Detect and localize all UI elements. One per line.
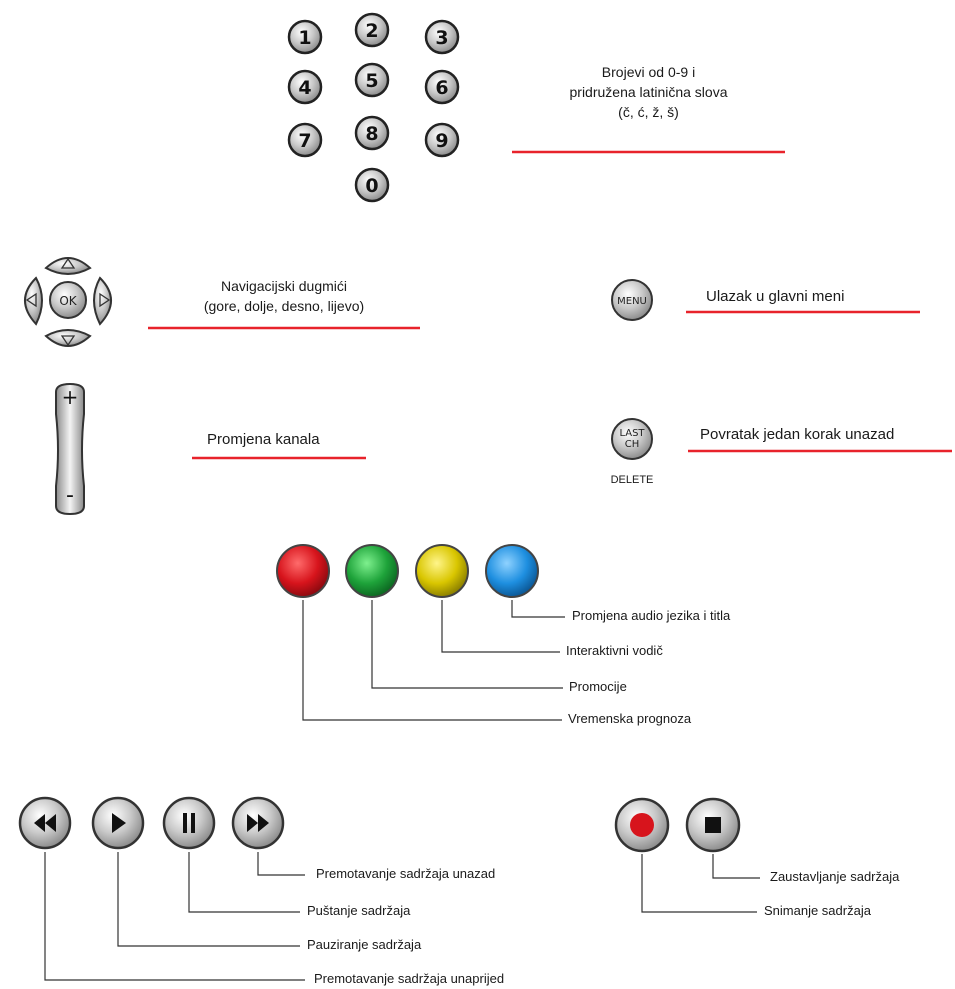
pause-icon-bar-right	[191, 813, 195, 833]
fastforward-button-label: Premotavanje sadržaja unazad	[316, 866, 496, 881]
stop-button-label: Zaustavljanje sadržaja	[770, 869, 900, 884]
number-key-1[interactable]	[287, 19, 323, 55]
pause-leader-line	[188, 852, 300, 913]
yellow-button[interactable]	[415, 544, 469, 598]
play-icon	[112, 813, 126, 833]
arrow-down-icon	[60, 335, 76, 347]
ok-button[interactable]	[49, 281, 87, 319]
number-key-label-8: 8	[365, 123, 378, 145]
record-button-label: Snimanje sadržaja	[764, 903, 871, 918]
number-key-label-4: 4	[298, 77, 311, 99]
menu-label: Ulazak u glavni meni	[706, 288, 845, 305]
arrow-right-icon	[99, 292, 111, 308]
rewind-icon	[34, 814, 56, 832]
blue-button[interactable]	[485, 544, 539, 598]
number-key-label-6: 6	[435, 77, 448, 99]
nav-up-button[interactable]	[44, 257, 92, 275]
navigation-cluster	[24, 257, 112, 347]
number-key-label-1: 1	[298, 27, 311, 49]
menu-button[interactable]	[611, 279, 653, 321]
rewind-leader-line	[44, 852, 305, 981]
fastforward-icon	[247, 814, 269, 832]
stop-icon	[705, 817, 721, 833]
number-key-4[interactable]	[287, 69, 323, 105]
green-button-label: Promocije	[569, 679, 627, 694]
numpad-label-line2: pridružena latinična slova	[569, 84, 728, 100]
numpad: 1 2 3 4 5 6 7 8 9 0	[287, 12, 460, 203]
numpad-label-line1: Brojevi od 0-9 i	[601, 64, 696, 80]
green-button[interactable]	[345, 544, 399, 598]
numpad-label-line3: (č, ć, ž, š)	[618, 104, 679, 120]
record-icon	[630, 813, 654, 837]
blue-leader-line	[511, 600, 565, 618]
nav-down-button[interactable]	[44, 329, 92, 347]
arrow-up-icon	[60, 257, 76, 269]
navigation-label: Navigacijski dugmići (gore, dolje, desno…	[148, 276, 420, 316]
number-key-2[interactable]	[354, 12, 390, 48]
play-button-label: Pauziranje sadržaja	[307, 937, 422, 952]
playback-leaders	[44, 852, 305, 981]
number-key-label-0: 0	[365, 175, 378, 197]
red-button[interactable]	[276, 544, 330, 598]
recording-leaders	[641, 854, 760, 913]
number-key-label-2: 2	[365, 20, 378, 42]
color-button-leaders	[302, 600, 565, 721]
number-key-8[interactable]	[354, 115, 390, 151]
channel-label: Promjena kanala	[207, 431, 320, 448]
number-key-label-3: 3	[435, 27, 448, 49]
navigation-label-line1: Navigacijski dugmići	[220, 278, 348, 294]
number-key-label-9: 9	[435, 130, 448, 152]
blue-button-label: Promjena audio jezika i titla	[572, 608, 731, 623]
number-key-7[interactable]	[287, 122, 323, 158]
red-button-label: Vremenska prognoza	[568, 711, 692, 726]
green-leader-line	[371, 600, 563, 689]
number-key-9[interactable]	[424, 122, 460, 158]
number-key-label-7: 7	[298, 130, 311, 152]
number-key-0[interactable]	[354, 167, 390, 203]
last-ch-button[interactable]	[611, 418, 653, 460]
last-ch-button-line1: LAST	[619, 428, 645, 439]
pause-icon-bar-left	[183, 813, 187, 833]
yellow-leader-line	[441, 600, 560, 653]
number-key-6[interactable]	[424, 69, 460, 105]
rewind-button-label: Premotavanje sadržaja unaprijed	[314, 971, 505, 986]
last-ch-label: Povratak jedan korak unazad	[700, 426, 895, 443]
ok-button-label: OK	[59, 294, 77, 308]
record-leader-line	[641, 854, 757, 913]
fastforward-leader-line	[257, 852, 305, 876]
yellow-button-label: Interaktivni vodič	[566, 643, 663, 658]
pause-button-label: Puštanje sadržaja	[307, 903, 411, 918]
last-ch-button-line2: CH	[625, 439, 640, 450]
numpad-label: Brojevi od 0-9 i pridružena latinična sl…	[512, 62, 785, 122]
navigation-label-line2: (gore, dolje, desno, lijevo)	[203, 298, 365, 314]
pause-button[interactable]	[162, 796, 216, 850]
stop-leader-line	[712, 854, 760, 879]
number-key-5[interactable]	[354, 62, 390, 98]
red-leader-line	[302, 600, 562, 721]
number-key-3[interactable]	[424, 19, 460, 55]
menu-button-label: MENU	[617, 296, 647, 307]
channel-rocker[interactable]	[55, 382, 85, 516]
channel-plus-label: +	[62, 385, 79, 409]
nav-right-button[interactable]	[93, 276, 112, 326]
arrow-left-icon	[25, 292, 37, 308]
channel-minus-label: -	[66, 483, 74, 508]
last-ch-caption: DELETE	[610, 474, 654, 486]
nav-left-button[interactable]	[24, 276, 43, 326]
playback-buttons	[18, 796, 285, 850]
number-key-label-5: 5	[365, 70, 378, 92]
play-leader-line	[117, 852, 300, 947]
